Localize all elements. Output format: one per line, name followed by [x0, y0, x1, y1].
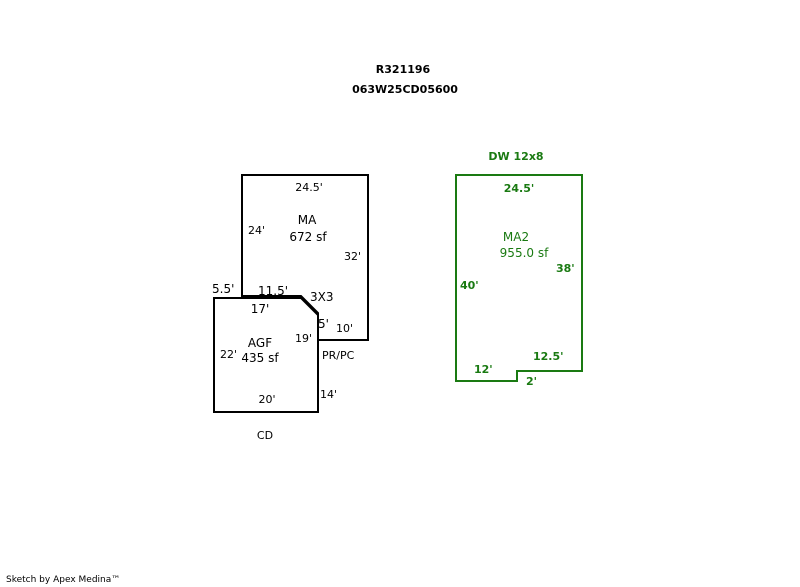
agf-area: 435 sf	[241, 351, 279, 365]
ma2-top-dim: 24.5'	[503, 182, 535, 195]
ma2-notch-dim: 2'	[526, 375, 538, 388]
ma2-right-dim: 38'	[556, 262, 575, 275]
cd-label: CD	[256, 429, 274, 442]
ma2-label: MA2	[502, 230, 530, 244]
corner-label: 3X3	[310, 290, 334, 304]
ma2-left-dim: 40'	[460, 279, 479, 292]
ma2-bottom-right-dim: 12.5'	[533, 350, 564, 363]
agf-label: AGF	[247, 336, 273, 350]
ma-area: 672 sf	[289, 230, 327, 244]
sketch-credit: Sketch by Apex Medina™	[6, 575, 121, 585]
agf-right-dim: 19'	[295, 332, 313, 345]
pr-pc-label: PR/PC	[322, 349, 355, 362]
dw-title: DW 12x8	[488, 150, 544, 163]
agf-outline	[213, 297, 319, 413]
ma-top-dim: 24.5'	[295, 181, 323, 194]
agf-top-dim: 17'	[250, 302, 270, 316]
agf-left-dim: 22'	[220, 348, 238, 361]
agf-bottom-dim: 20'	[258, 393, 276, 406]
ma2-area: 955.0 sf	[499, 246, 549, 260]
ma-bottom-dim: 11.5'	[258, 284, 289, 298]
ma2-bottom-left-dim: 12'	[474, 363, 493, 376]
ma-right-dim: 32'	[344, 250, 362, 263]
map-tax-lot: 063W25CD05600	[352, 83, 458, 96]
right-dim: 14'	[320, 388, 338, 401]
ma2-outline	[455, 174, 583, 382]
ma-left-dim: 24'	[248, 224, 266, 237]
parcel-id: R321196	[375, 63, 431, 76]
corner-dim: 5'	[318, 317, 329, 331]
ma-label: MA	[297, 213, 317, 227]
ma-offset-dim: 5.5'	[212, 282, 235, 296]
pr-pc-dim: 10'	[336, 322, 354, 335]
